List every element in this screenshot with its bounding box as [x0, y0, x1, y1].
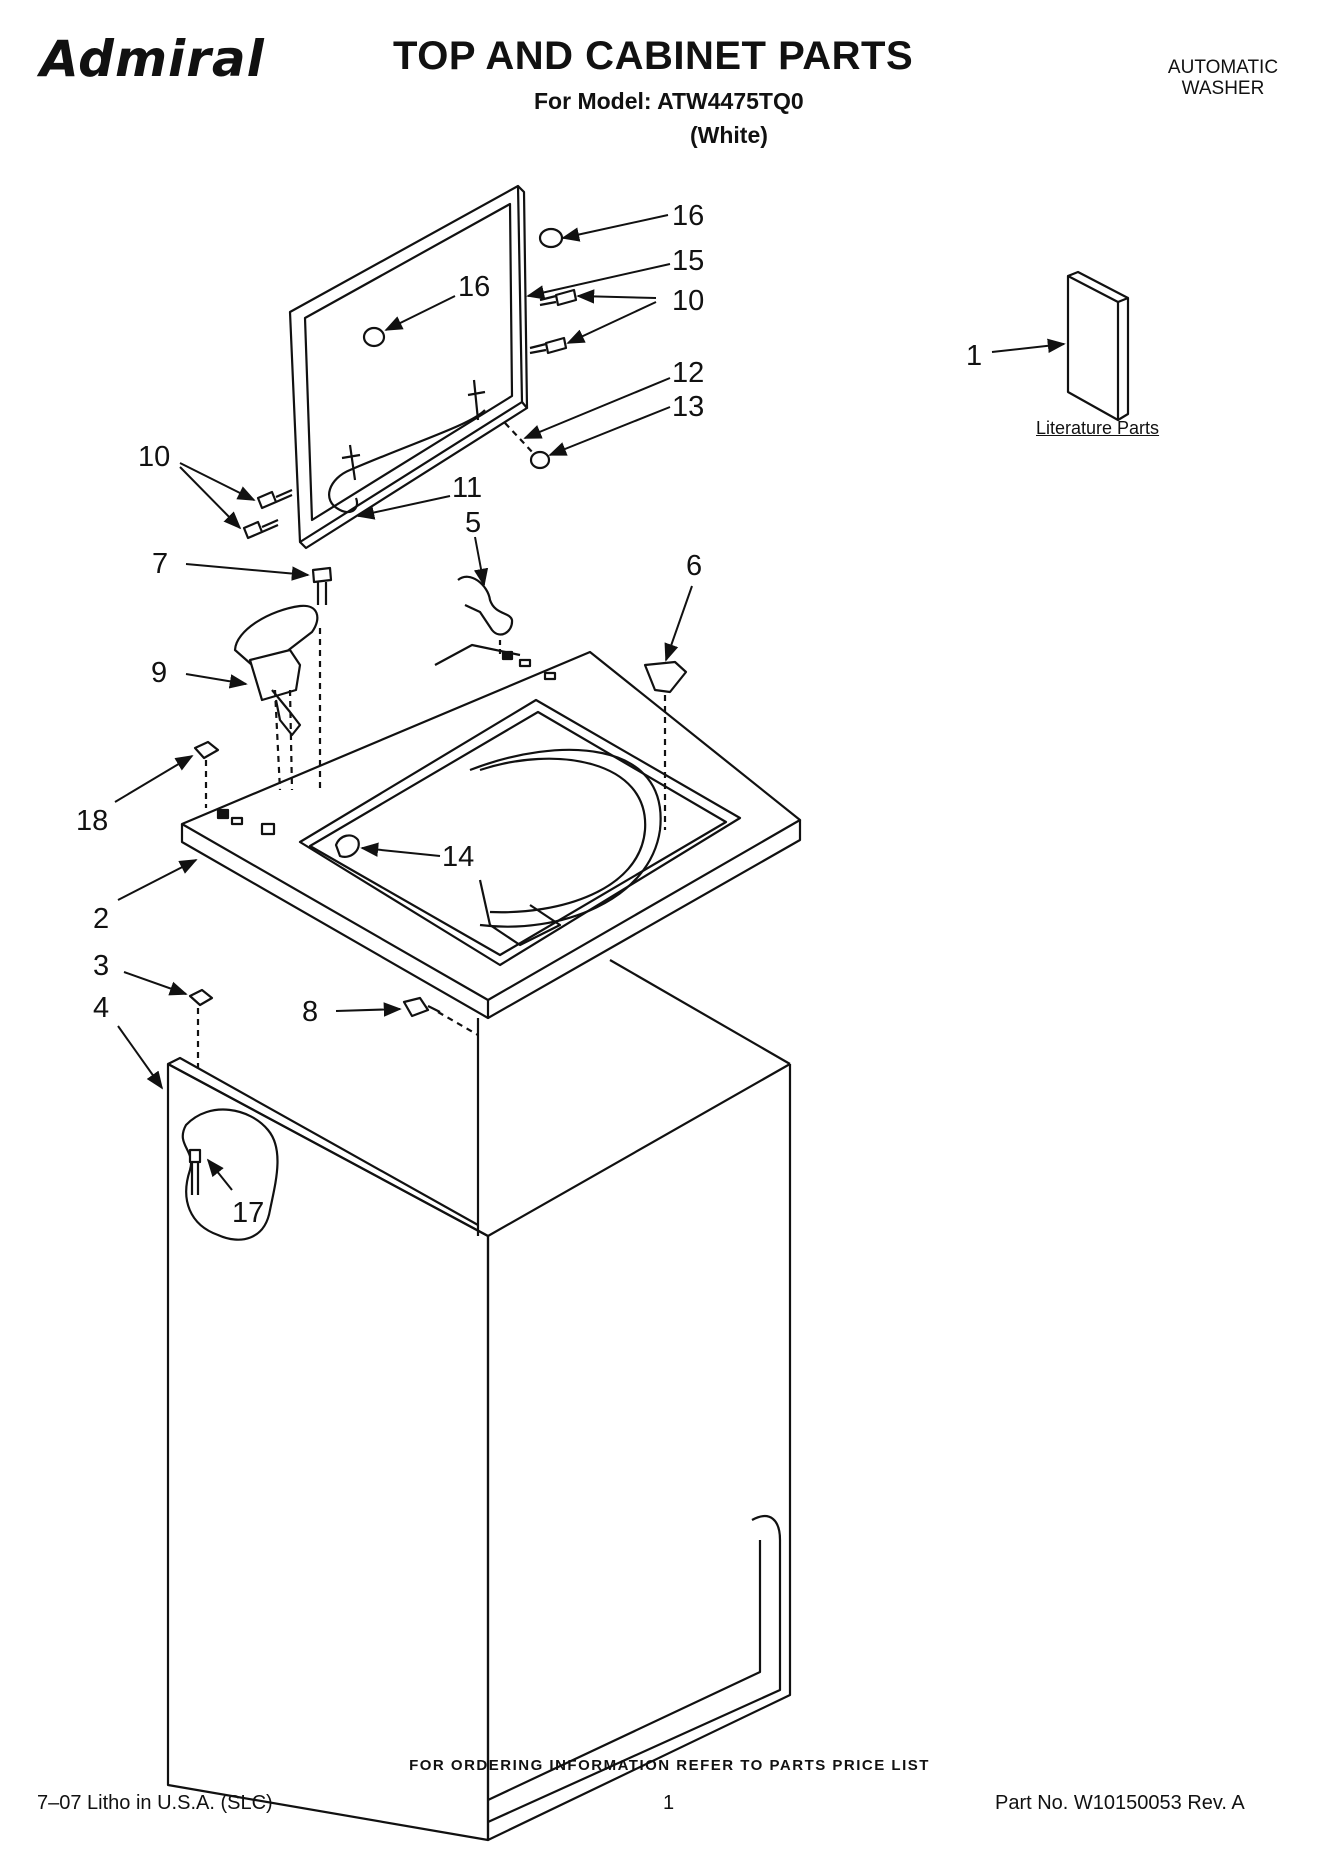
part-number: Part No. W10150053 Rev. A [995, 1792, 1245, 1814]
callout-3: 3 [93, 950, 109, 982]
ordering-info: FOR ORDERING INFORMATION REFER TO PARTS … [409, 1757, 930, 1774]
callout-11: 11 [452, 472, 482, 504]
screw-7 [311, 566, 333, 605]
callout-10a: 10 [672, 285, 704, 317]
leader-12 [523, 377, 671, 439]
leader-11 [356, 495, 451, 520]
callout-9: 9 [151, 657, 167, 689]
literature-pack [1066, 270, 1130, 422]
hinge-clip [457, 575, 514, 636]
product-type: AUTOMATIC WASHER [1148, 57, 1298, 99]
bleach-cup [643, 660, 688, 694]
leader-4 [117, 1025, 164, 1090]
litho-note: 7–07 Litho in U.S.A. (SLC) [37, 1792, 273, 1814]
callout-14: 14 [442, 841, 474, 873]
leader-14 [360, 842, 441, 857]
leader-2 [117, 859, 198, 901]
callout-17: 17 [232, 1197, 264, 1229]
callout-10b: 10 [138, 441, 170, 473]
leader-1 [991, 338, 1066, 353]
model-number: For Model: ATW4475TQ0 [534, 88, 804, 114]
screw-17 [188, 1148, 202, 1195]
leader-10b-lower [179, 466, 242, 530]
lid-switch [233, 604, 322, 791]
product-type-line2: WASHER [1181, 78, 1265, 99]
cabinet [166, 959, 792, 1842]
lid-hinge [341, 379, 486, 481]
callout-15: 15 [672, 245, 704, 277]
page-number: 1 [663, 1792, 675, 1814]
literature-parts-label: Literature Parts [1036, 418, 1160, 438]
screw-8 [402, 996, 441, 1018]
callout-2: 2 [93, 903, 109, 935]
leader-10a-lower [566, 301, 657, 344]
lid-screw-left-upper [256, 488, 293, 510]
lid-panel [288, 184, 529, 550]
lid-screw-lower [529, 336, 568, 355]
callout-12: 12 [672, 357, 704, 389]
leader-13 [548, 406, 671, 456]
clip-18 [193, 740, 220, 760]
lid-bumper-left [362, 326, 386, 348]
leader-3 [123, 971, 188, 996]
top-panel [180, 643, 802, 1020]
callout-16a: 16 [672, 200, 704, 232]
callout-1: 1 [966, 340, 982, 372]
hinge-rod [328, 409, 486, 514]
brand-logo: Admiral [40, 30, 265, 88]
product-type-line1: AUTOMATIC [1167, 57, 1279, 78]
callout-6: 6 [686, 550, 702, 582]
leader-15 [526, 263, 671, 300]
leader-16b [384, 295, 456, 331]
callout-13: 13 [672, 391, 704, 423]
page-title: TOP AND CABINET PARTS [393, 34, 914, 78]
lid-screw-left-lower [242, 518, 279, 540]
leader-17 [206, 1158, 233, 1191]
leader-18 [114, 755, 194, 803]
callout-18: 18 [76, 805, 108, 837]
lid-bumper-right [538, 227, 564, 249]
callout-5: 5 [465, 507, 481, 539]
leader-5 [473, 536, 489, 587]
callout-8: 8 [302, 996, 318, 1028]
callout-labels: 16 15 16 10 12 13 10 11 5 7 6 9 18 14 2 … [76, 200, 982, 1229]
model-color: (White) [690, 122, 768, 148]
leader-10b-upper [179, 462, 256, 501]
clip-3 [188, 988, 214, 1007]
callout-7: 7 [152, 548, 168, 580]
leader-9 [185, 673, 248, 689]
leader-10a-upper [576, 289, 657, 304]
leader-8 [335, 1002, 402, 1017]
leader-16a [561, 214, 669, 242]
callout-16b: 16 [458, 271, 490, 303]
leader-7 [185, 563, 310, 581]
leader-6 [664, 585, 693, 662]
hinge-bushing [529, 450, 551, 470]
door-strike [334, 834, 360, 858]
callout-4: 4 [93, 992, 109, 1024]
